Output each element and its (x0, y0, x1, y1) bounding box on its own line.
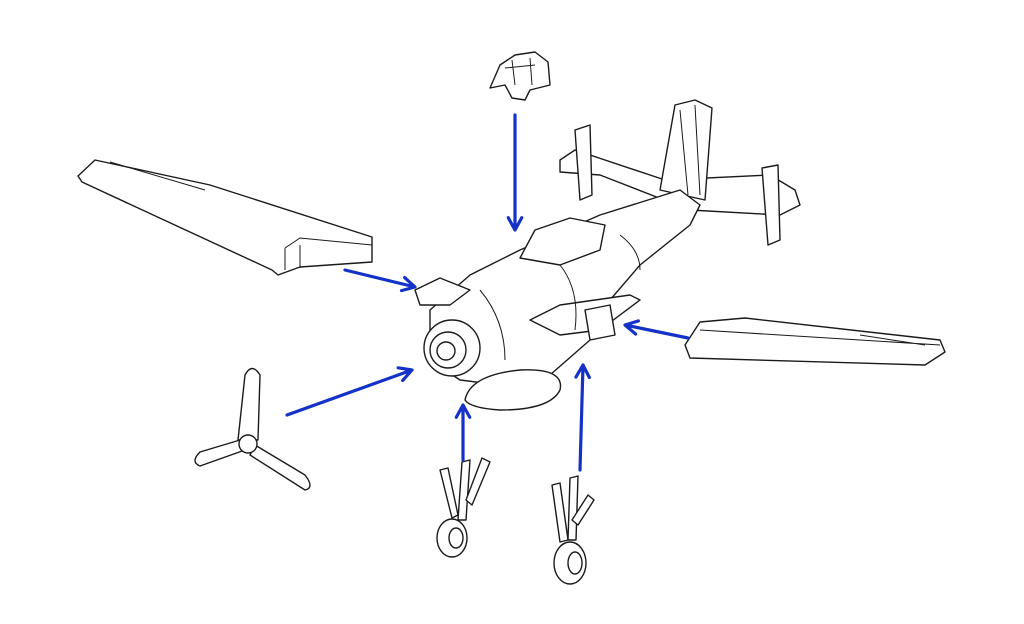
propeller-part (194, 367, 311, 491)
display-stand (464, 369, 562, 411)
right-landing-gear-part (551, 475, 595, 585)
right-wing-part (684, 317, 946, 366)
wing-root-right (529, 294, 641, 336)
tail-assembly (559, 99, 801, 246)
wing-root-left (414, 277, 471, 306)
left-landing-gear-part (436, 457, 491, 558)
arrow-left-gear (454, 403, 472, 462)
arrow-canopy (506, 113, 524, 232)
fuselage (414, 189, 701, 411)
arrow-propeller (285, 366, 414, 417)
arrow-right-gear (574, 363, 591, 472)
left-wing-part (77, 159, 373, 276)
arrow-right-wing (623, 319, 690, 340)
assembly-arrows (285, 113, 690, 472)
arrow-left-wing (343, 268, 417, 293)
canopy-part (489, 51, 551, 101)
